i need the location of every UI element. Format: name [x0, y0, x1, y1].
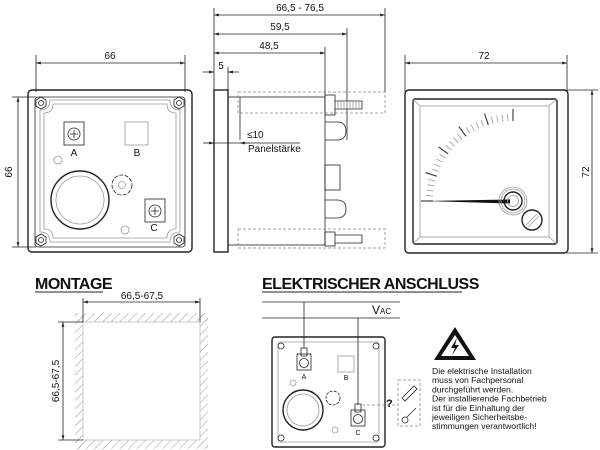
- side-view: 66,5 - 76,5 59,5 48,5 5 ≤10 Panelstärke: [203, 3, 386, 253]
- dim-total: 66,5 - 76,5: [276, 3, 324, 14]
- needle-pivot: [503, 191, 523, 211]
- warning-line: stimmungen verantwortlich!: [432, 421, 537, 431]
- warning-line: muss von Fachpersonal: [432, 375, 523, 385]
- front-view: 72 72: [404, 51, 598, 254]
- knob-icon: [111, 174, 133, 196]
- warning-line: Die elektrische Installation: [432, 366, 532, 376]
- corner-screw-icon: [35, 96, 47, 110]
- back-view: 66 66 A B C: [4, 51, 193, 253]
- zero-adjust-screw-icon[interactable]: [521, 209, 543, 231]
- scale-tick: [436, 158, 444, 163]
- scale-tick: [425, 172, 438, 177]
- conn-terminal-b-label: B: [344, 375, 349, 382]
- cutout-width-dim: 66,5-67,5: [121, 291, 164, 302]
- back-height-dim: 66: [4, 166, 15, 178]
- terminal-b-label: B: [134, 148, 141, 159]
- corner-screw-icon: [173, 233, 185, 247]
- scale-tick: [431, 168, 439, 172]
- dim-bezel: 5: [218, 61, 224, 72]
- scale-tick: [427, 184, 435, 187]
- bezel-side: [213, 89, 229, 253]
- scale-tick: [496, 115, 499, 123]
- warning-high-voltage-icon: [434, 327, 476, 360]
- scale-tick: [439, 154, 446, 159]
- scale-tick: [501, 114, 504, 122]
- corner-screw-icon: [35, 233, 47, 247]
- cutout-height-dim: 66,5-67,5: [51, 359, 62, 402]
- scale-tick: [484, 113, 489, 126]
- terminal-side: [325, 121, 347, 141]
- scale-tick: [428, 178, 436, 182]
- conn-terminal-c-label: C: [355, 430, 360, 437]
- montage-section: MONTAGE 66,5-67,5 66,5-67,5: [35, 276, 208, 449]
- warning-line: ist für die Einhaltung der: [432, 403, 525, 413]
- wire-ferrule-icon: [401, 385, 418, 402]
- scale-tick: [453, 137, 459, 143]
- terminal-c-icon: [144, 198, 166, 223]
- montage-title: MONTAGE: [35, 276, 113, 293]
- terminal-b-slot: [124, 121, 149, 146]
- body-side: [227, 96, 326, 246]
- terminal-a-label: A: [71, 148, 78, 159]
- front-height-dim: 72: [581, 166, 592, 178]
- panel-thickness-label: Panelstärke: [248, 144, 301, 155]
- corner-screw-icon: [173, 96, 185, 110]
- connection-title: ELEKTRISCHER ANSCHLUSS: [262, 276, 480, 293]
- meter-housing: [27, 89, 193, 253]
- dim-bolt: 59,5: [270, 22, 290, 33]
- scale-tick: [466, 127, 471, 134]
- scale-tick: [470, 124, 475, 132]
- front-width-dim: 72: [478, 51, 490, 62]
- warning-line: durchgeführt werden.: [432, 384, 513, 394]
- scale-tick: [458, 126, 467, 137]
- scale-tick: [426, 189, 434, 192]
- terminal-c-label: C: [150, 223, 157, 234]
- scale-tick: [434, 163, 441, 168]
- ring-terminal-icon: [401, 407, 417, 424]
- terminal-a-icon: [63, 121, 85, 146]
- warning-line: jeweiligen Sicherheitsbe-: [431, 412, 527, 422]
- scale-tick: [480, 119, 484, 127]
- conn-terminal-a-label: A: [302, 374, 307, 381]
- rear-cover-circle: [50, 170, 110, 230]
- scale-tick: [475, 122, 480, 129]
- scale-tick: [490, 116, 494, 124]
- supply-voltage-label: VAC: [372, 303, 391, 317]
- dim-body: 48,5: [259, 41, 279, 52]
- connection-section: ELEKTRISCHER ANSCHLUSS VAC A B C ?: [262, 276, 547, 448]
- connector-question-mark: ?: [386, 398, 393, 410]
- panel-cutout: [82, 321, 201, 441]
- scale-tick: [438, 146, 449, 155]
- needle: [425, 199, 510, 204]
- scale-tick: [445, 145, 452, 151]
- meter-back-small: [271, 336, 386, 448]
- scale-tick: [449, 141, 455, 147]
- panel-thickness-max: ≤10: [247, 130, 264, 141]
- meter-scale: [421, 109, 514, 202]
- back-width-dim: 66: [104, 51, 116, 62]
- warning-line: Der installierende Fachbetrieb: [432, 394, 547, 404]
- scale-tick: [457, 133, 463, 140]
- mounting-bolt: [335, 100, 363, 110]
